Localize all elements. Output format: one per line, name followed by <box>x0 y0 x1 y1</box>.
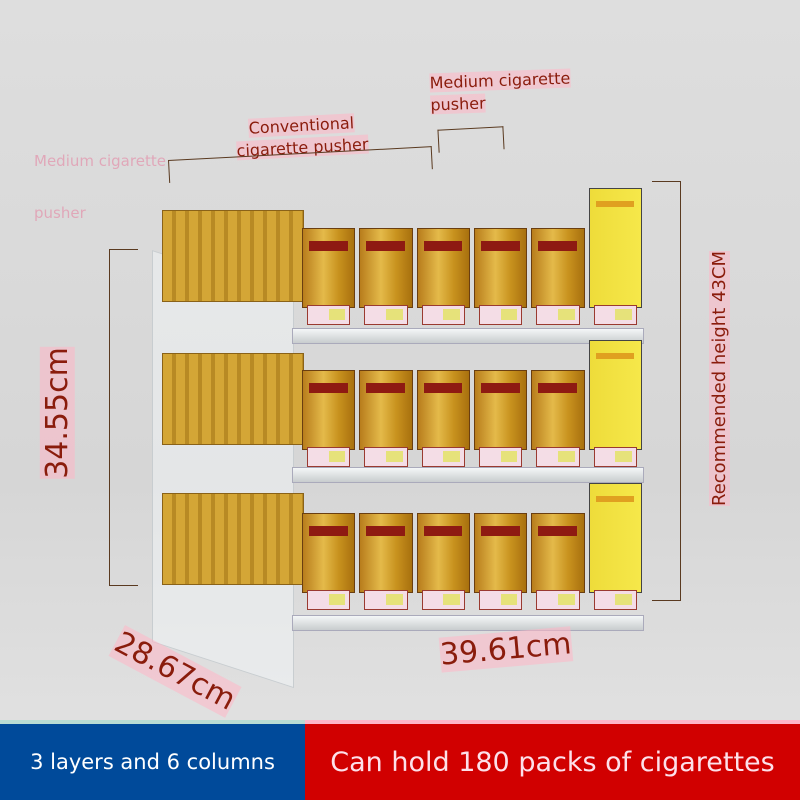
height-bracket <box>109 249 138 586</box>
cigarette-pack <box>416 228 470 325</box>
price-tag <box>421 305 465 325</box>
footer-capacity: Can hold 180 packs of cigarettes <box>305 724 800 800</box>
pack-stack-side <box>162 210 304 302</box>
cigarette-pack <box>473 228 528 325</box>
price-tag <box>307 447 351 467</box>
price-tag <box>307 590 351 610</box>
price-tag <box>478 447 523 467</box>
shelf-rail <box>292 467 644 483</box>
ghost-label-line2: pusher <box>34 204 86 222</box>
footer-accent-strip-right <box>305 720 800 724</box>
footer-banner: 3 layers and 6 columns Can hold 180 pack… <box>0 724 800 800</box>
footer-accent-strip-left <box>0 720 305 724</box>
shelf-rail <box>292 615 644 631</box>
medium-cigarette-pack <box>588 188 642 325</box>
shelf-tier-top <box>162 188 644 344</box>
cigarette-pack <box>473 370 528 467</box>
height-dimension-text: 34.55cm <box>39 347 75 479</box>
ghost-label: Medium cigarette pusher <box>34 150 166 224</box>
cigarette-pack <box>531 370 585 467</box>
shelf-rail <box>292 328 644 344</box>
recommended-height-label: Recommended height 43CM <box>709 251 731 506</box>
footer-right-text: Can hold 180 packs of cigarettes <box>330 746 775 778</box>
price-tag <box>364 305 408 325</box>
price-tag <box>593 447 637 467</box>
medium-pusher-bracket <box>437 126 505 153</box>
cigarette-pack <box>531 513 585 610</box>
ghost-label-line1: Medium cigarette <box>34 152 166 170</box>
pack-stack-side <box>162 353 304 445</box>
footer-layers-columns: 3 layers and 6 columns <box>0 724 305 800</box>
cigarette-pack <box>359 513 413 610</box>
cigarette-pack <box>302 370 356 467</box>
medium-line2: pusher <box>430 93 486 115</box>
price-tag <box>307 305 351 325</box>
cigarette-pack <box>473 513 528 610</box>
price-tag <box>421 447 465 467</box>
cigarette-pack <box>302 513 356 610</box>
price-tag <box>421 590 465 610</box>
cigarette-pack <box>416 513 470 610</box>
price-tag <box>364 590 408 610</box>
cigarette-pack <box>416 370 470 467</box>
height-dimension-label: 34.55cm <box>39 347 76 479</box>
medium-pusher-label: Medium cigarette pusher <box>429 68 571 117</box>
cigarette-display-shelf <box>152 170 644 689</box>
cigarette-pack <box>359 228 413 325</box>
price-tag <box>593 590 637 610</box>
price-tag <box>478 590 523 610</box>
price-tag <box>478 305 523 325</box>
recommended-height-text: Recommended height 43CM <box>709 251 730 506</box>
price-tag <box>364 447 408 467</box>
pack-row-front <box>302 340 642 467</box>
price-tag <box>593 305 637 325</box>
cigarette-pack <box>302 228 356 325</box>
pack-row-front <box>302 188 642 325</box>
medium-cigarette-pack <box>588 483 642 610</box>
footer-left-text: 3 layers and 6 columns <box>30 750 275 774</box>
pack-stack-side <box>162 493 304 585</box>
medium-line1: Medium cigarette <box>429 68 571 93</box>
price-tag <box>536 447 580 467</box>
pack-row-front <box>302 483 642 610</box>
cigarette-pack <box>531 228 585 325</box>
price-tag <box>536 305 580 325</box>
medium-cigarette-pack <box>588 340 642 467</box>
recommended-height-bracket <box>652 181 681 601</box>
shelf-tier-bottom <box>162 475 644 631</box>
cigarette-pack <box>359 370 413 467</box>
shelf-tier-middle <box>162 335 644 483</box>
price-tag <box>536 590 580 610</box>
